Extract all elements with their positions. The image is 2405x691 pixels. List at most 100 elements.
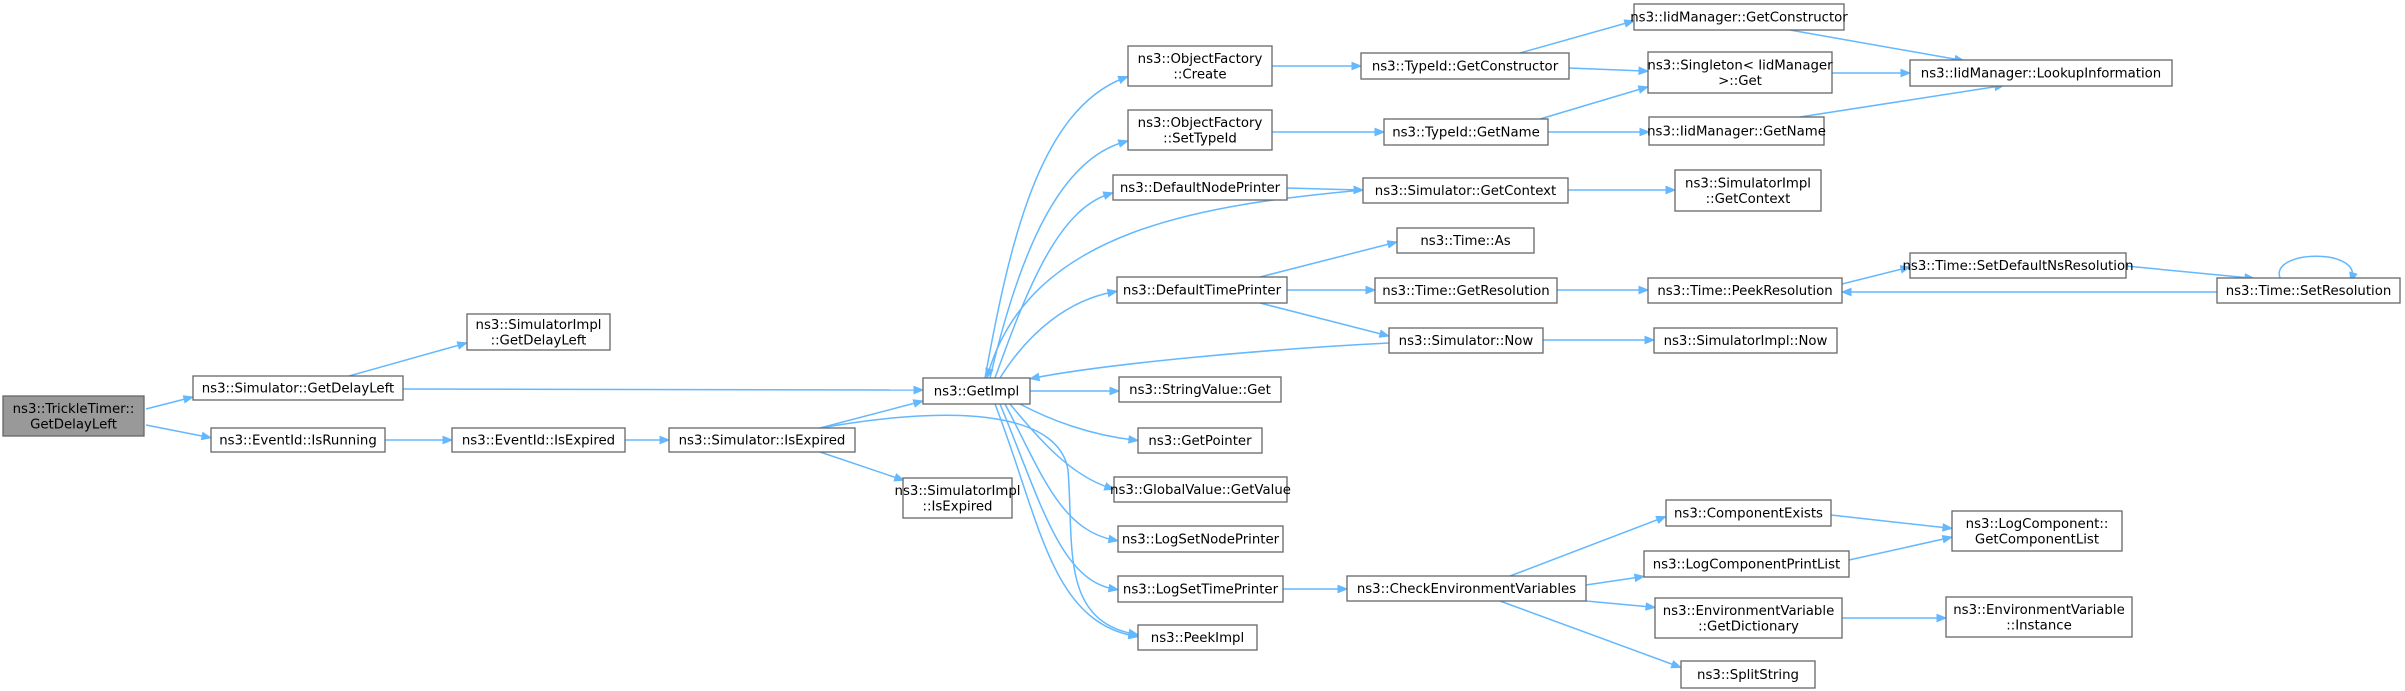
node-iid_lookupinformation[interactable]: ns3::IidManager::LookupInformation <box>1909 59 2173 87</box>
node-logcomponent_getcomponentlist[interactable]: ns3::LogComponent::GetComponentList <box>1951 510 2123 552</box>
node-simimpl_now[interactable]: ns3::SimulatorImpl::Now <box>1653 327 1838 354</box>
node-label: ns3::EnvironmentVariable <box>1953 603 2125 618</box>
node-label: ns3::SimulatorImpl::Now <box>1664 334 1828 349</box>
node-splitstring[interactable]: ns3::SplitString <box>1680 660 1816 689</box>
edge-time_setresolution-to-time_peekresolution <box>1840 287 2217 297</box>
node-logcomponentprintlist[interactable]: ns3::LogComponentPrintList <box>1643 550 1850 578</box>
edge-arrowhead <box>1107 534 1120 544</box>
edge-line <box>1259 302 1386 336</box>
node-box <box>1117 575 1284 603</box>
node-box <box>1951 510 2123 552</box>
edge-line <box>348 343 464 377</box>
edge-arrowhead <box>1107 583 1120 593</box>
edge-arrowhead <box>1623 19 1636 28</box>
node-box <box>1346 575 1587 602</box>
node-box <box>1648 116 1825 146</box>
node-box <box>210 427 386 453</box>
node-componentexists[interactable]: ns3::ComponentExists <box>1665 499 1832 527</box>
edge-line <box>999 291 1114 379</box>
edge-arrowhead <box>1351 61 1363 71</box>
node-of_create[interactable]: ns3::ObjectFactory::Create <box>1127 45 1273 87</box>
node-label: ns3::ObjectFactory <box>1138 52 1263 67</box>
edge-deftimeprinter-to-time_as <box>1259 240 1399 278</box>
node-box <box>1674 169 1822 212</box>
edge-arrowhead <box>1670 660 1683 669</box>
node-label: ns3::IidManager::GetConstructor <box>1630 11 1848 26</box>
node-label: ns3::IidManager::LookupInformation <box>1921 67 2161 82</box>
edge-arrowhead <box>1103 482 1116 491</box>
node-box <box>1137 624 1258 651</box>
node-stringvalue_get[interactable]: ns3::StringValue::Get <box>1118 376 1282 403</box>
node-time_getresolution[interactable]: ns3::Time::GetResolution <box>1374 277 1558 304</box>
node-sim_getcontext[interactable]: ns3::Simulator::GetContext <box>1362 177 1569 204</box>
edge-time_getresolution-to-time_peekresolution <box>1557 285 1650 295</box>
edge-arrowhead <box>1117 139 1130 148</box>
node-trickle[interactable]: ns3::TrickleTimer::GetDelayLeft <box>2 395 145 437</box>
node-getimpl[interactable]: ns3::GetImpl <box>922 377 1031 405</box>
node-box <box>1374 277 1558 304</box>
node-sim_now[interactable]: ns3::Simulator::Now <box>1388 327 1544 354</box>
edge-arrowhead <box>1645 602 1657 611</box>
node-label: ns3::LogComponent:: <box>1966 517 2109 532</box>
node-iid_getconstructor[interactable]: ns3::IidManager::GetConstructor <box>1630 3 1848 31</box>
node-box <box>1396 227 1535 254</box>
node-logsettimeprinter[interactable]: ns3::LogSetTimePrinter <box>1117 575 1284 603</box>
node-box <box>1388 327 1544 354</box>
node-box <box>1909 59 2173 87</box>
node-label: ns3::PeekImpl <box>1151 631 1244 646</box>
node-time_setdefaultnsresolution[interactable]: ns3::Time::SetDefaultNsResolution <box>1902 252 2134 279</box>
edge-arrowhead <box>182 395 195 404</box>
node-getpointer[interactable]: ns3::GetPointer <box>1137 427 1263 454</box>
node-sim_getdelayleft[interactable]: ns3::Simulator::GetDelayLeft <box>192 375 404 401</box>
node-envvar_getdictionary[interactable]: ns3::EnvironmentVariable::GetDictionary <box>1654 597 1843 639</box>
node-simimpl_getdelayleft[interactable]: ns3::SimulatorImpl::GetDelayLeft <box>466 313 611 351</box>
node-envvar_instance[interactable]: ns3::EnvironmentVariable::Instance <box>1945 596 2133 638</box>
node-label: ::SetTypeId <box>1163 131 1237 146</box>
node-typeid_getname[interactable]: ns3::TypeId::GetName <box>1383 118 1549 146</box>
edge-arrowhead <box>1633 573 1646 583</box>
call-graph-edges <box>145 19 2358 669</box>
edge-line <box>145 397 190 410</box>
node-of_settypeid[interactable]: ns3::ObjectFactory::SetTypeId <box>1127 109 1273 151</box>
node-logsetnodeprinter[interactable]: ns3::LogSetNodePrinter <box>1117 525 1284 553</box>
edge-sim_isexpired-to-simimpl_isexpired <box>819 451 906 482</box>
node-deftimeprinter[interactable]: ns3::DefaultTimePrinter <box>1116 276 1288 304</box>
edge-of_settypeid-to-typeid_getname <box>1272 127 1386 137</box>
edge-arrowhead <box>985 367 994 380</box>
node-typeid_getconstructor[interactable]: ns3::TypeId::GetConstructor <box>1360 52 1570 80</box>
node-box <box>466 313 611 351</box>
edge-arrowhead <box>659 435 671 445</box>
edge-line <box>1848 537 1949 561</box>
edge-eventid_isrunning-to-eventid_isexpired <box>385 435 454 445</box>
edge-arrowhead <box>1106 288 1119 298</box>
node-label: ns3::DefaultNodePrinter <box>1120 181 1281 196</box>
edge-line <box>999 403 1115 590</box>
node-label: ::GetDelayLeft <box>491 333 587 348</box>
edge-line <box>989 141 1125 379</box>
edge-line <box>1509 517 1663 577</box>
node-eventid_isexpired[interactable]: ns3::EventId::IsExpired <box>451 427 626 453</box>
edge-arrowhead <box>442 435 454 445</box>
node-box <box>1647 277 1843 304</box>
node-label: ::IsExpired <box>922 499 992 514</box>
edge-arrowhead <box>1028 372 1041 382</box>
node-peekimpl[interactable]: ns3::PeekImpl <box>1137 624 1258 651</box>
node-simimpl_getcontext[interactable]: ns3::SimulatorImpl::GetContext <box>1674 169 1822 212</box>
edge-line <box>1799 85 2001 118</box>
node-box <box>2216 277 2401 304</box>
node-defnodeprinter[interactable]: ns3::DefaultNodePrinter <box>1112 174 1288 201</box>
node-time_peekresolution[interactable]: ns3::Time::PeekResolution <box>1647 277 1843 304</box>
edge-checkenv-to-envvar_getdictionary <box>1585 600 1657 611</box>
node-simimpl_isexpired[interactable]: ns3::SimulatorImpl::IsExpired <box>895 477 1021 519</box>
edge-arrowhead <box>1899 265 1912 274</box>
node-checkenv[interactable]: ns3::CheckEnvironmentVariables <box>1346 575 1587 602</box>
edge-sim_getcontext-to-getimpl <box>985 189 1364 380</box>
node-time_as[interactable]: ns3::Time::As <box>1396 227 1535 254</box>
node-iid_getname[interactable]: ns3::IidManager::GetName <box>1647 116 1826 146</box>
node-sim_isexpired[interactable]: ns3::Simulator::IsExpired <box>668 427 856 453</box>
node-globalvalue_getvalue[interactable]: ns3::GlobalValue::GetValue <box>1110 476 1291 503</box>
node-eventid_isrunning[interactable]: ns3::EventId::IsRunning <box>210 427 386 453</box>
node-singleton_get[interactable]: ns3::Singleton< IidManager>::Get <box>1647 51 1833 94</box>
node-time_setresolution[interactable]: ns3::Time::SetResolution <box>2216 277 2401 304</box>
